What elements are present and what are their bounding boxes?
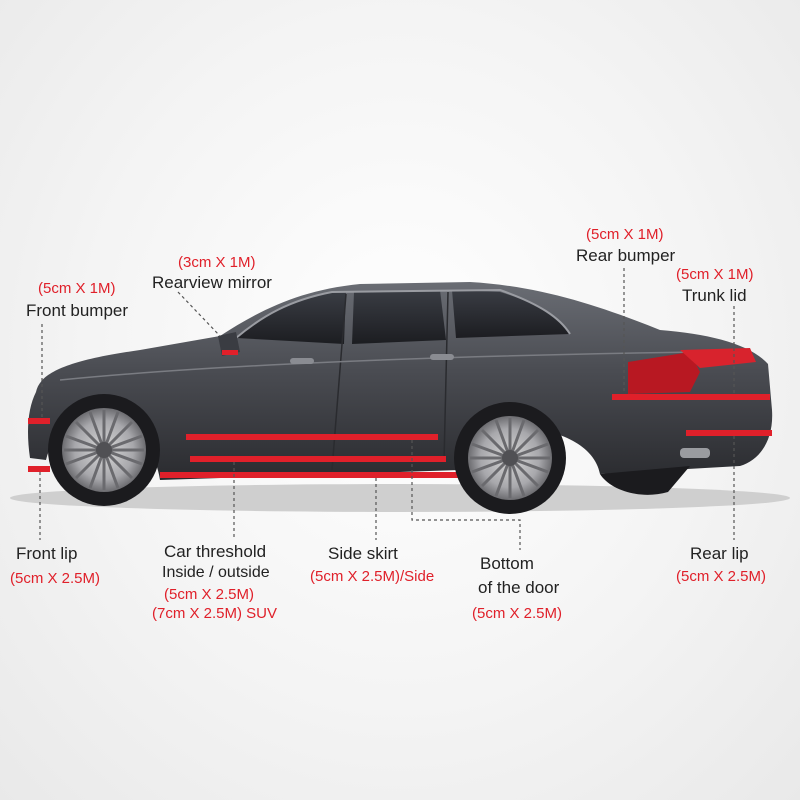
leader-mirror <box>177 291 221 337</box>
door-handle-front <box>290 358 314 364</box>
rear-wheel <box>454 402 566 514</box>
door-line-rear <box>443 291 449 463</box>
bottom-door-name-2: of the door <box>478 578 560 597</box>
front-bumper-size: (5cm X 1M) <box>38 280 116 297</box>
far-rear-wheel <box>600 466 690 495</box>
ground-shadow <box>10 484 790 512</box>
rear-bumper-name: Rear bumper <box>576 246 676 265</box>
car-threshold-size-1: (5cm X 2.5M) <box>164 586 255 603</box>
exhaust <box>680 448 710 458</box>
side-skirt-size: (5cm X 2.5M)/Side <box>310 568 435 585</box>
roof-trim <box>235 288 571 339</box>
strip-rear-lip <box>686 430 772 436</box>
trunk-lid-size: (5cm X 1M) <box>676 266 754 283</box>
strip-threshold <box>190 456 446 462</box>
front-bumper-name: Front bumper <box>26 301 129 320</box>
window-front <box>236 292 346 344</box>
trunk-lid-name: Trunk lid <box>682 286 747 305</box>
strip-front-lip <box>28 466 50 472</box>
bottom-door-size: (5cm X 2.5M) <box>472 605 563 622</box>
rear-bumper-size: (5cm X 1M) <box>586 226 664 243</box>
door-handle-rear <box>430 354 454 360</box>
rear-lip-name: Rear lip <box>690 544 749 563</box>
car-threshold-sub: Inside / outside <box>162 564 270 581</box>
door-line-front <box>331 293 347 471</box>
strip-side-skirt <box>160 472 460 478</box>
rear-lip-size: (5cm X 2.5M) <box>676 568 767 585</box>
leader-bottom-door <box>411 440 521 550</box>
car-body <box>28 282 773 480</box>
window-rear <box>452 290 570 338</box>
side-skirt-name: Side skirt <box>328 544 398 563</box>
car-threshold-size-2: (7cm X 2.5M) SUV <box>152 605 278 622</box>
rearview-mirror-name: Rearview mirror <box>152 273 272 292</box>
body-crease <box>59 351 701 381</box>
mirror-strip <box>222 350 238 355</box>
tail-light-inner <box>680 348 756 368</box>
strip-door-bottom <box>186 434 438 440</box>
window-middle <box>352 290 446 344</box>
front-lip-name: Front lip <box>16 544 78 563</box>
car-threshold-name: Car threshold <box>164 542 267 561</box>
front-lip-size: (5cm X 2.5M) <box>10 570 101 587</box>
rearview-mirror-size: (3cm X 1M) <box>178 254 256 271</box>
strip-rear-bumper <box>612 394 770 400</box>
strip-front-bumper <box>28 418 50 424</box>
tail-light <box>628 352 700 394</box>
front-wheel <box>48 394 160 506</box>
bottom-door-name-1: Bottom <box>480 554 534 573</box>
